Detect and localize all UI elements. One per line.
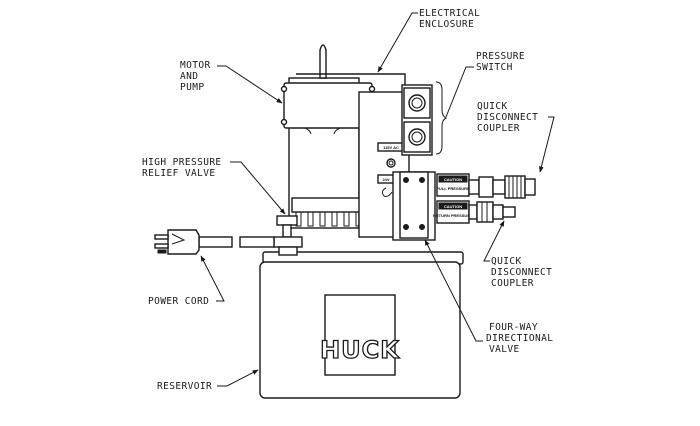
motor-handle xyxy=(319,44,327,79)
label-directional-valve: FOUR-WAY DIRECTIONAL VALVE xyxy=(486,322,553,355)
svg-text:FOUR-WAY: FOUR-WAY xyxy=(489,322,538,333)
label-quick-coupler-bottom: QUICK DISCONNECT COUPLER xyxy=(491,256,552,289)
quick-coupler-top xyxy=(468,175,536,199)
toggle-switch xyxy=(381,187,393,197)
label-motor-and-pump: MOTOR AND PUMP xyxy=(180,60,211,93)
leader-lines xyxy=(200,12,555,387)
pull-pressure-label: PULL PRESSURE xyxy=(436,186,470,191)
indicator-light xyxy=(386,158,396,168)
svg-text:MOTOR: MOTOR xyxy=(180,60,211,71)
return-caution-label: CAUTION xyxy=(444,204,462,209)
svg-text:ENCLOSURE: ENCLOSURE xyxy=(419,19,474,30)
svg-text:QUICK: QUICK xyxy=(477,101,508,112)
label-reservoir: RESERVOIR xyxy=(157,381,212,392)
svg-text:AND: AND xyxy=(180,71,198,82)
svg-text:ELECTRICAL: ELECTRICAL xyxy=(419,8,480,19)
label-pressure-switch: PRESSURE SWITCH xyxy=(476,51,525,73)
svg-text:POWER CORD: POWER CORD xyxy=(148,296,209,307)
svg-text:RESERVOIR: RESERVOIR xyxy=(157,381,212,392)
svg-text:SWITCH: SWITCH xyxy=(476,62,513,73)
svg-text:RELIEF VALVE: RELIEF VALVE xyxy=(142,168,215,179)
plug xyxy=(167,229,200,255)
quick-coupler-bottom xyxy=(468,201,516,223)
directional-valve: CAUTION PULL PRESSURE CAUTION RETURN PRE… xyxy=(392,171,473,241)
reservoir: HUCK xyxy=(259,251,464,399)
svg-text:DISCONNECT: DISCONNECT xyxy=(491,267,552,278)
svg-text:VALVE: VALVE xyxy=(489,344,520,355)
label-quick-coupler-top: QUICK DISCONNECT COUPLER xyxy=(477,101,538,134)
label-relief-valve: HIGH PRESSURE RELIEF VALVE xyxy=(142,157,222,179)
label-electrical-enclosure: ELECTRICAL ENCLOSURE xyxy=(419,8,480,30)
pull-caution-label: CAUTION xyxy=(444,177,462,182)
svg-text:COUPLER: COUPLER xyxy=(477,123,520,134)
svg-text:PRESSURE: PRESSURE xyxy=(476,51,525,62)
label-power-cord: POWER CORD xyxy=(148,296,209,307)
return-pressure-label: RETURN PRESSURE xyxy=(433,213,473,218)
voltage-24-plate: 24V xyxy=(382,177,389,182)
svg-text:PUMP: PUMP xyxy=(180,82,204,93)
power-cord xyxy=(154,229,275,255)
svg-text:HIGH PRESSURE: HIGH PRESSURE xyxy=(142,157,222,168)
svg-text:DISCONNECT: DISCONNECT xyxy=(477,112,538,123)
huck-logo: HUCK xyxy=(320,336,400,364)
svg-text:QUICK: QUICK xyxy=(491,256,522,267)
voltage-115-plate: 115V AC xyxy=(383,145,399,150)
svg-text:DIRECTIONAL: DIRECTIONAL xyxy=(486,333,553,344)
pressure-switch xyxy=(401,81,448,156)
svg-text:COUPLER: COUPLER xyxy=(491,278,534,289)
relief-valve xyxy=(273,215,303,256)
logo-panel xyxy=(324,294,396,376)
